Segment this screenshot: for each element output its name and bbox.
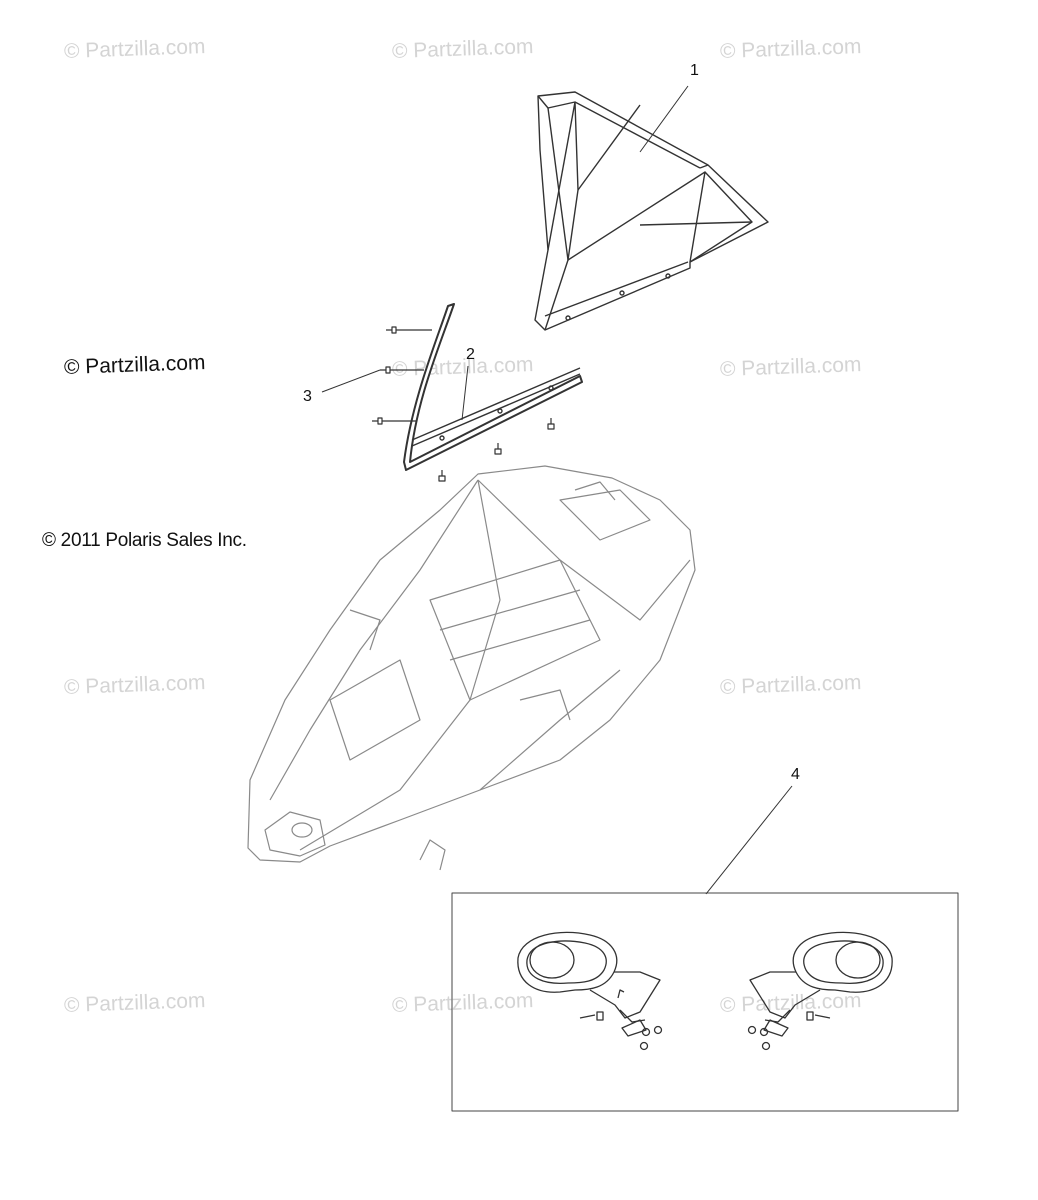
leader-lines: [321, 85, 793, 895]
part-trim-strip: [403, 303, 583, 471]
mirror-kit-box: [451, 892, 959, 1112]
part-mirror-left: [517, 931, 663, 1051]
callout-2: 2: [466, 346, 475, 363]
callout-3: 3: [303, 388, 312, 405]
callout-4: 4: [791, 766, 800, 783]
part-hood-reference: [247, 465, 696, 871]
part-windshield: [534, 91, 769, 331]
part-screws: [372, 326, 555, 482]
part-mirror-right: [747, 931, 893, 1051]
callout-1: 1: [690, 62, 699, 79]
copyright-notice: © 2011 Polaris Sales Inc.: [42, 530, 247, 551]
